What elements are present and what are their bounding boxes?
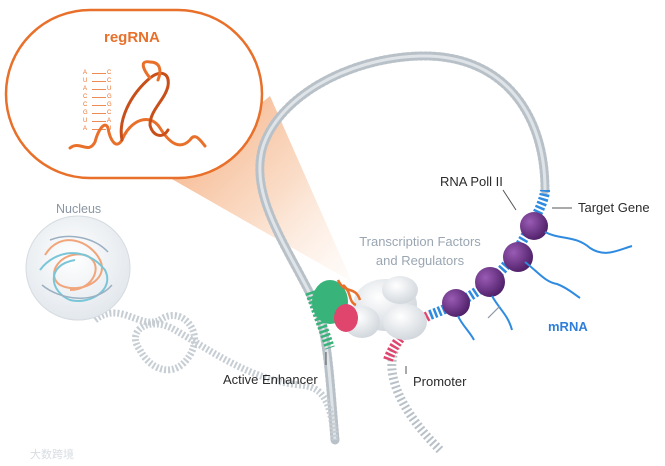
- stem-letter: A: [83, 126, 88, 132]
- stem-letter: U: [107, 86, 112, 92]
- nucleus-label: Nucleus: [56, 202, 102, 216]
- active-enhancer-label: Active Enhancer: [223, 372, 318, 387]
- stem-letter: C: [83, 94, 88, 100]
- stem-letter: A: [83, 86, 88, 92]
- promoter-label: Promoter: [413, 374, 467, 389]
- transcription-line-1: Transcription Factors: [359, 234, 481, 249]
- arrow-icon: [487, 305, 501, 319]
- promoter-dna: [383, 310, 433, 362]
- stem-letter: C: [107, 70, 112, 76]
- stem-letter: U: [83, 78, 88, 84]
- stem-letter: G: [107, 102, 112, 108]
- stem-letter: C: [107, 78, 112, 84]
- stem-letter: A: [107, 118, 112, 124]
- stem-letter: A: [83, 70, 88, 76]
- transcription-label: Transcription Factors and Regulators: [350, 232, 490, 270]
- rna-polymerase-icon: [442, 212, 548, 317]
- stem-letter: G: [83, 110, 88, 116]
- mrna-strands: [457, 231, 633, 341]
- mrna-label: mRNA: [548, 319, 588, 334]
- stem-letter: G: [107, 94, 112, 100]
- target-gene-label: Target Gene: [578, 200, 650, 215]
- stem-letter: U: [107, 126, 112, 132]
- regrna-hairpin-icon: [68, 60, 207, 150]
- regrna-title: regRNA: [104, 29, 160, 46]
- dna-lower-strand: [387, 314, 444, 454]
- stem-letter: U: [83, 118, 88, 124]
- stem-letter: C: [83, 102, 88, 108]
- stem-letter: C: [107, 110, 112, 116]
- transcription-complex-icon: [312, 276, 427, 340]
- nucleus-sphere-icon: [25, 215, 131, 321]
- stem-pairs: [92, 73, 106, 131]
- transcription-line-2: and Regulators: [375, 253, 465, 268]
- rna-pol-label: RNA Poll II: [440, 174, 503, 189]
- leader-lines: [325, 189, 572, 374]
- dna-tail: [92, 309, 339, 441]
- watermark: 大数跨境: [30, 449, 74, 461]
